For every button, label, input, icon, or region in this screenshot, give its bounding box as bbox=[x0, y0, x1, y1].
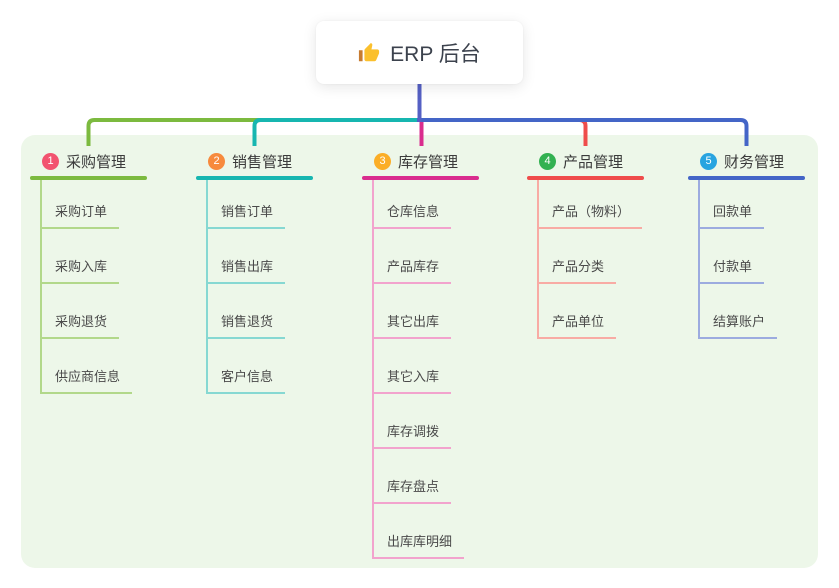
branch-children: 回款单付款单结算账户 bbox=[698, 174, 778, 339]
branch-number-badge: 2 bbox=[208, 152, 225, 170]
child-label: 销售出库 bbox=[206, 256, 286, 284]
child-label: 供应商信息 bbox=[40, 366, 133, 394]
child-node[interactable]: 其它出库 bbox=[372, 284, 464, 339]
child-node[interactable]: 产品分类 bbox=[537, 229, 642, 284]
branch-label: 财务管理 bbox=[724, 153, 785, 171]
branch-label: 采购管理 bbox=[66, 153, 127, 171]
branch-column: 4 产品管理产品（物料） 产品分类产品单位 bbox=[527, 146, 644, 339]
branch-subtree-line bbox=[698, 180, 700, 339]
branch-title-node[interactable]: 4 产品管理 bbox=[527, 146, 644, 176]
child-label: 产品单位 bbox=[537, 311, 617, 339]
branch-column: 5 财务管理回款单付款单结算账户 bbox=[688, 146, 805, 339]
child-label: 销售订单 bbox=[206, 201, 286, 229]
branch-children: 产品（物料） 产品分类产品单位 bbox=[537, 174, 643, 339]
branch-children: 销售订单销售出库销售退货客户信息 bbox=[206, 174, 286, 394]
child-label: 其它入库 bbox=[372, 366, 452, 394]
child-node[interactable]: 供应商信息 bbox=[40, 339, 133, 394]
child-label: 产品库存 bbox=[372, 256, 452, 284]
branch-column: 2 销售管理销售订单销售出库销售退货客户信息 bbox=[196, 146, 313, 394]
root-node[interactable]: ERP 后台 bbox=[316, 21, 523, 84]
branch-underline bbox=[527, 176, 644, 180]
branch-label: 销售管理 bbox=[232, 153, 293, 171]
branch-label: 库存管理 bbox=[398, 153, 459, 171]
child-label: 产品分类 bbox=[537, 256, 617, 284]
branch-title-node[interactable]: 3 库存管理 bbox=[362, 146, 479, 176]
child-node[interactable]: 客户信息 bbox=[206, 339, 286, 394]
child-node[interactable]: 出库库明细 bbox=[372, 504, 465, 559]
child-node[interactable]: 库存盘点 bbox=[372, 449, 464, 504]
branch-number-badge: 3 bbox=[374, 152, 391, 170]
branch-subtree-line bbox=[537, 180, 539, 339]
branch-subtree-line bbox=[372, 180, 374, 559]
child-node[interactable]: 仓库信息 bbox=[372, 174, 464, 229]
child-label: 仓库信息 bbox=[372, 201, 452, 229]
thumbs-up-icon bbox=[359, 42, 380, 61]
child-label: 客户信息 bbox=[206, 366, 286, 394]
branch-children: 采购订单采购入库采购退货供应商信息 bbox=[40, 174, 133, 394]
branch-title-node[interactable]: 5 财务管理 bbox=[688, 146, 805, 176]
root-label: ERP 后台 bbox=[390, 42, 481, 66]
child-label: 付款单 bbox=[698, 256, 765, 284]
branch-underline bbox=[30, 176, 147, 180]
branch-children: 仓库信息产品库存其它出库其它入库库存调拨库存盘点出库库明细 bbox=[372, 174, 465, 559]
child-node[interactable]: 采购入库 bbox=[40, 229, 132, 284]
child-node[interactable]: 产品单位 bbox=[537, 284, 642, 339]
branch-underline bbox=[196, 176, 313, 180]
child-label: 采购订单 bbox=[40, 201, 120, 229]
child-node[interactable]: 采购退货 bbox=[40, 284, 132, 339]
child-node[interactable]: 采购订单 bbox=[40, 174, 132, 229]
branch-number-badge: 1 bbox=[42, 152, 59, 170]
child-node[interactable]: 销售订单 bbox=[206, 174, 286, 229]
child-label: 出库库明细 bbox=[372, 531, 465, 559]
branch-column: 1 采购管理采购订单采购入库采购退货供应商信息 bbox=[30, 146, 147, 394]
branch-label: 产品管理 bbox=[563, 153, 624, 171]
branch-title-node[interactable]: 1 采购管理 bbox=[30, 146, 147, 176]
child-label: 产品（物料） bbox=[537, 201, 643, 229]
child-label: 采购退货 bbox=[40, 311, 120, 339]
child-node[interactable]: 回款单 bbox=[698, 174, 777, 229]
branch-column: 3 库存管理仓库信息产品库存其它出库其它入库库存调拨库存盘点出库库明细 bbox=[362, 146, 479, 559]
branch-number-badge: 5 bbox=[700, 152, 717, 170]
child-label: 库存调拨 bbox=[372, 421, 452, 449]
child-label: 结算账户 bbox=[698, 311, 778, 339]
branch-underline bbox=[688, 176, 805, 180]
child-node[interactable]: 产品库存 bbox=[372, 229, 464, 284]
child-label: 采购入库 bbox=[40, 256, 120, 284]
child-label: 销售退货 bbox=[206, 311, 286, 339]
branch-underline bbox=[362, 176, 479, 180]
child-node[interactable]: 结算账户 bbox=[698, 284, 778, 339]
child-node[interactable]: 销售退货 bbox=[206, 284, 286, 339]
child-node[interactable]: 其它入库 bbox=[372, 339, 464, 394]
child-node[interactable]: 库存调拨 bbox=[372, 394, 464, 449]
child-node[interactable]: 产品（物料） bbox=[537, 174, 643, 229]
branch-title-node[interactable]: 2 销售管理 bbox=[196, 146, 313, 176]
child-label: 回款单 bbox=[698, 201, 765, 229]
branch-number-badge: 4 bbox=[539, 152, 556, 170]
child-node[interactable]: 销售出库 bbox=[206, 229, 286, 284]
branch-subtree-line bbox=[40, 180, 42, 394]
group-panel bbox=[21, 135, 818, 568]
child-label: 其它出库 bbox=[372, 311, 452, 339]
child-label: 库存盘点 bbox=[372, 476, 452, 504]
branch-subtree-line bbox=[206, 180, 208, 394]
child-node[interactable]: 付款单 bbox=[698, 229, 777, 284]
